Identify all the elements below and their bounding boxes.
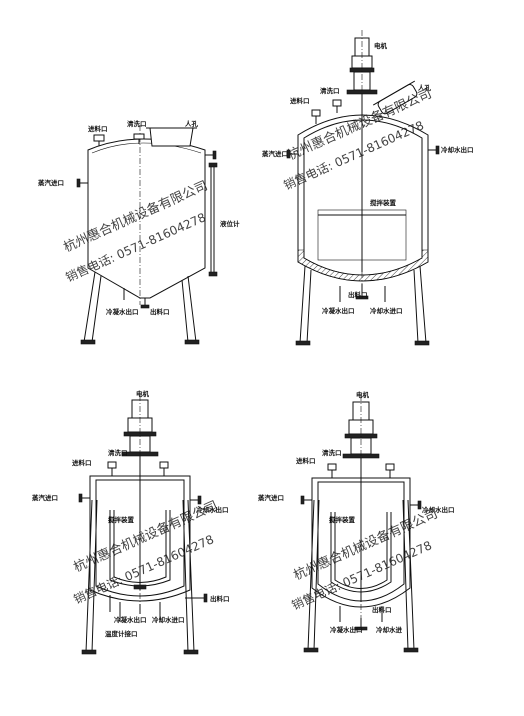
- label-cleaning-port: 清洗口: [322, 448, 342, 457]
- label-manhole: 人孔: [185, 119, 199, 128]
- label-discharge-outlet: 出料口: [372, 605, 392, 614]
- label-discharge-outlet: 出料口: [210, 594, 230, 603]
- label-steam-inlet: 蒸汽进口: [262, 149, 288, 158]
- label-motor: 电机: [374, 41, 388, 50]
- vessel-d: 电机 进料口 清洗口 蒸汽进口 冷却水出口 搅拌装置 出料口 冷凝水出口 冷却水…: [258, 390, 455, 653]
- label-steam-inlet: 蒸汽进口: [258, 493, 284, 502]
- label-thermometer-port: 温度计接口: [105, 629, 138, 638]
- label-feed-inlet: 进料口: [290, 96, 310, 105]
- label-cooling-water-outlet: 冷却水出口: [196, 505, 229, 514]
- label-steam-inlet: 蒸汽进口: [38, 178, 64, 187]
- label-condensate-outlet: 冷凝水出口: [114, 615, 147, 624]
- label-feed-inlet: 进料口: [72, 458, 92, 467]
- label-steam-inlet: 蒸汽进口: [32, 493, 58, 502]
- label-feed-inlet: 进料口: [296, 456, 316, 465]
- vessel-c: 电机 进料口 清洗口 蒸汽进口 冷却水出口 搅拌装置 出料口 冷凝水出口 冷却水…: [32, 389, 230, 655]
- label-agitator: 搅拌装置: [370, 198, 397, 207]
- label-discharge-outlet: 出料口: [348, 290, 368, 299]
- label-level-gauge: 液位计: [220, 219, 240, 228]
- label-cooling-water-inlet: 冷却水进: [376, 625, 403, 634]
- label-motor: 电机: [136, 389, 150, 398]
- label-discharge-outlet: 出料口: [150, 307, 170, 316]
- label-cleaning-port: 清洗口: [127, 119, 147, 128]
- label-cleaning-port: 清洗口: [108, 448, 128, 457]
- label-motor: 电机: [356, 390, 370, 399]
- label-condensate-outlet: 冷凝水出口: [322, 306, 355, 315]
- label-condensate-outlet: 冷凝水出口: [330, 625, 363, 634]
- label-cooling-water-inlet: 冷却水进口: [370, 306, 403, 315]
- label-condensate-outlet: 冷凝水出口: [106, 307, 139, 316]
- label-cleaning-port: 清洗口: [320, 86, 340, 95]
- vessel-b: 电机 人孔 进料口 清洗口 蒸汽进口 冷却水出口 搅拌装置 出料口 冷凝水出口 …: [262, 30, 474, 346]
- label-agitator: 搅拌装置: [329, 515, 356, 524]
- label-manhole: 人孔: [418, 83, 432, 92]
- label-feed-inlet: 进料口: [88, 124, 108, 133]
- label-cooling-water-outlet: 冷却水出口: [441, 145, 474, 154]
- label-cooling-water-outlet: 冷却水出口: [422, 505, 455, 514]
- label-cooling-water-inlet: 冷却水进口: [152, 615, 185, 624]
- label-agitator: 搅拌装置: [108, 515, 135, 524]
- vessel-a: 进料口 清洗口 人孔 蒸汽进口 液位计 冷凝水出口 出料口 杭州惠合机械设备有限…: [38, 119, 240, 345]
